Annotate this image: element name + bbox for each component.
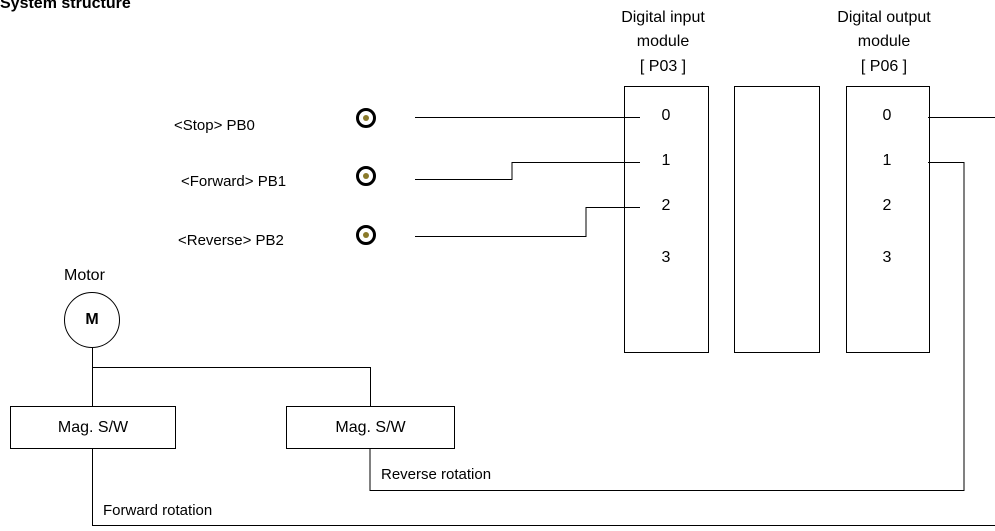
pb1-label: <Forward> PB1 <box>181 173 287 190</box>
wire-pb1 <box>415 162 640 180</box>
motor-label: Motor <box>64 267 105 284</box>
output-module-id: [ P06 ] <box>860 58 908 75</box>
mag-switch-label: Mag. S/W <box>335 418 406 436</box>
output-pin-0: 0 <box>882 107 892 124</box>
wire-pb2 <box>415 207 640 237</box>
input-module-id: [ P03 ] <box>639 58 687 75</box>
wire-sw1-forward <box>92 449 995 526</box>
input-module-title-1: Digital input <box>621 9 705 26</box>
forward-rotation-label: Forward rotation <box>103 502 213 519</box>
push-button-icon <box>356 225 376 245</box>
output-pin-1: 1 <box>882 152 892 169</box>
middle-module-box <box>734 86 820 353</box>
motor-icon: M <box>64 292 120 348</box>
output-pin-2: 2 <box>882 197 892 214</box>
input-pin-0: 0 <box>661 107 671 124</box>
wire-out1 <box>369 162 965 491</box>
mag-switch-forward: Mag. S/W <box>10 406 176 449</box>
output-pin-3: 3 <box>882 249 892 266</box>
push-button-icon <box>356 166 376 186</box>
pb2-label: <Reverse> PB2 <box>178 232 284 249</box>
output-module-box <box>846 86 930 353</box>
output-module-title-1: Digital output <box>837 9 931 26</box>
output-module-title-2: module <box>857 33 911 50</box>
pb0-label: <Stop> PB0 <box>174 117 255 134</box>
motor-symbol: M <box>85 311 99 328</box>
reverse-rotation-label: Reverse rotation <box>381 466 492 483</box>
diagram-title: System structure <box>0 0 131 12</box>
input-pin-2: 2 <box>661 197 671 214</box>
input-module-box <box>624 86 709 353</box>
input-pin-1: 1 <box>661 152 671 169</box>
wire-motor-bus <box>92 367 371 406</box>
mag-switch-reverse: Mag. S/W <box>286 406 455 449</box>
mag-switch-label: Mag. S/W <box>57 418 129 436</box>
input-module-title-2: module <box>636 33 690 50</box>
input-pin-3: 3 <box>661 249 671 266</box>
push-button-icon <box>356 108 376 128</box>
